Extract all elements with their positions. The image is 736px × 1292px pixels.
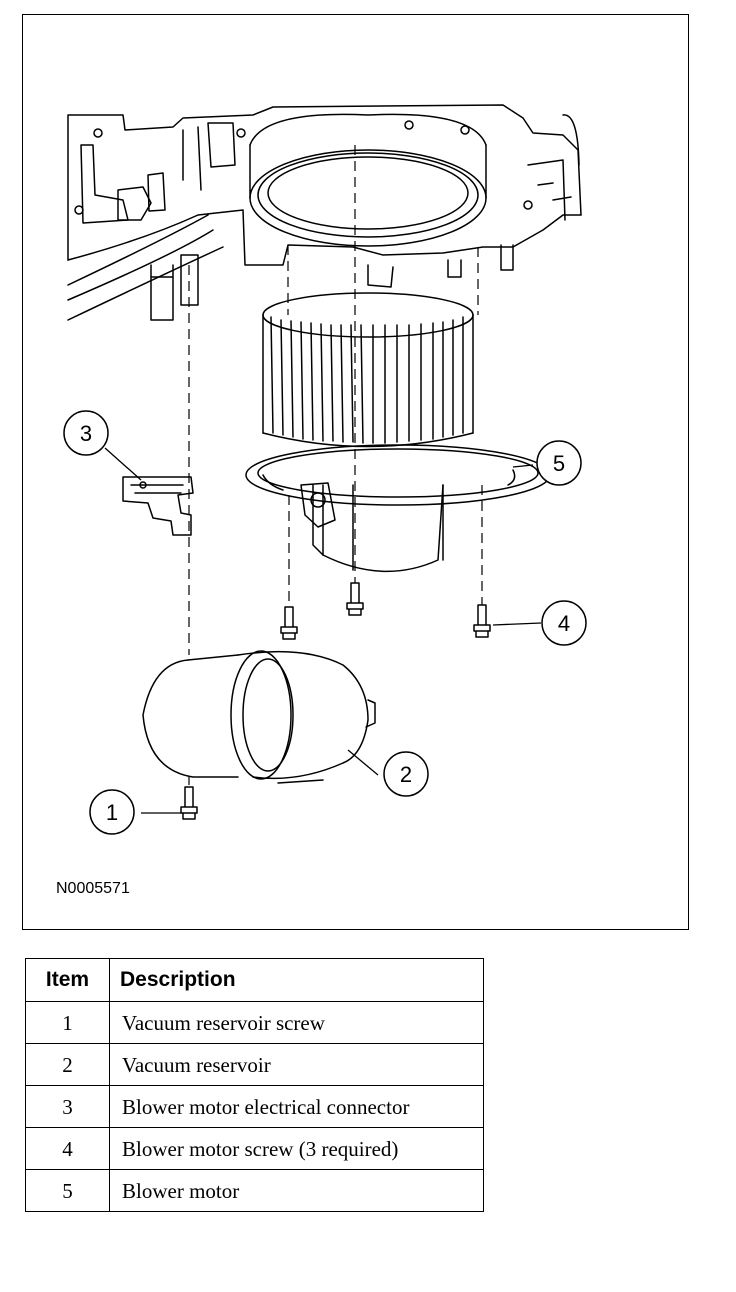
figure-id: N0005571 — [56, 880, 130, 897]
blower-wheel — [262, 292, 474, 448]
legend-table: Item Description 1 Vacuum reservoir scre… — [25, 958, 484, 1212]
legend-item-number: 5 — [25, 1169, 110, 1212]
legend-header-description: Description — [109, 958, 484, 1002]
callout-5: 5 — [536, 440, 582, 486]
assembly-line-wheel — [287, 245, 479, 315]
callout-4: 4 — [541, 600, 587, 646]
reservoir-screw — [180, 786, 198, 820]
callout-2: 2 — [383, 751, 429, 797]
legend-item-description: Vacuum reservoir screw — [109, 1001, 484, 1044]
legend-item-description: Blower motor — [109, 1169, 484, 1212]
vacuum-reservoir-part — [142, 650, 376, 784]
table-row: 2 Vacuum reservoir — [25, 1043, 484, 1086]
callout-5-label: 5 — [553, 451, 565, 476]
legend-item-number: 1 — [25, 1001, 110, 1044]
table-row: 3 Blower motor electrical connector — [25, 1085, 484, 1128]
leader-2 — [347, 749, 379, 776]
blower-housing-ring — [249, 113, 487, 247]
callout-2-label: 2 — [400, 762, 412, 787]
callout-4-label: 4 — [558, 611, 570, 636]
blower-motor-flange — [245, 444, 551, 506]
callout-1-label: 1 — [106, 800, 118, 825]
legend-item-description: Blower motor screw (3 required) — [109, 1127, 484, 1170]
legend-item-number: 4 — [25, 1127, 110, 1170]
leader-4 — [492, 622, 542, 626]
leader-5 — [512, 464, 534, 468]
motor-connector — [300, 482, 336, 528]
legend-item-description: Blower motor electrical connector — [109, 1085, 484, 1128]
legend-item-description: Vacuum reservoir — [109, 1043, 484, 1086]
leader-3 — [104, 447, 142, 481]
legend-header-item: Item — [25, 958, 110, 1002]
table-row: 4 Blower motor screw (3 required) — [25, 1127, 484, 1170]
table-row: 1 Vacuum reservoir screw — [25, 1001, 484, 1044]
callout-1: 1 — [89, 789, 135, 835]
diagram-frame: 3 5 4 2 1 N0005571 — [22, 14, 689, 930]
electrical-connector-part — [122, 476, 194, 536]
legend-item-number: 2 — [25, 1043, 110, 1086]
legend-header-row: Item Description — [25, 958, 484, 1002]
legend-item-number: 3 — [25, 1085, 110, 1128]
callout-3-label: 3 — [80, 421, 92, 446]
hvac-housing — [67, 104, 582, 321]
exploded-view-illustration: 3 5 4 2 1 — [63, 104, 587, 835]
blower-motor-screws — [280, 582, 491, 640]
blower-motor-body — [312, 484, 444, 573]
callout-3: 3 — [63, 410, 109, 456]
table-row: 5 Blower motor — [25, 1169, 484, 1212]
